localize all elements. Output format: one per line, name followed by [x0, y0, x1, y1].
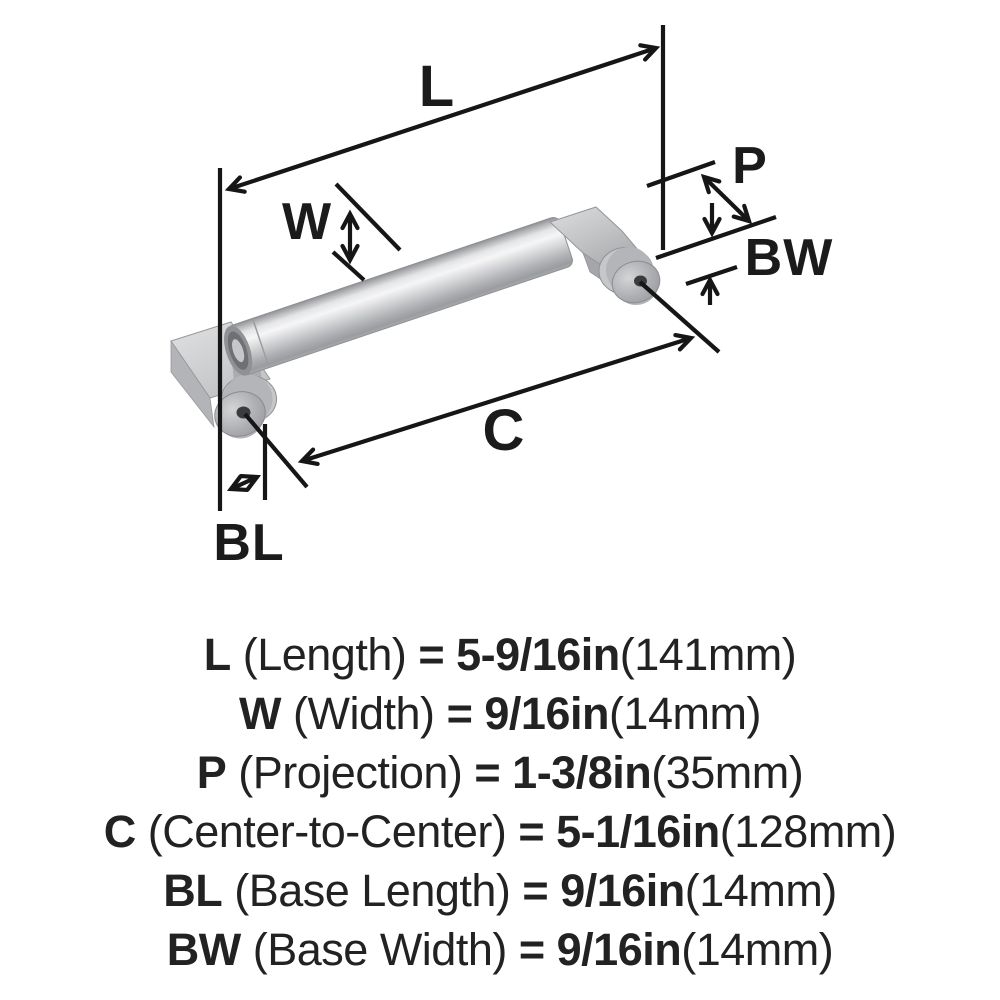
- dimension-lines: [217, 25, 777, 511]
- dim-label-projection: P: [732, 137, 768, 195]
- p-dimension-arrow: [700, 173, 753, 225]
- spec-metric: (141mm): [619, 629, 797, 680]
- spec-name: (Projection): [238, 747, 463, 798]
- spec-abbr: W: [239, 688, 282, 739]
- spec-abbr: L: [203, 629, 232, 680]
- l-dimension-line: [224, 43, 661, 194]
- spec-name: (Base Length): [234, 865, 511, 916]
- spec-equals: =: [518, 924, 545, 975]
- spec-metric: (14mm): [684, 865, 838, 916]
- dimension-spec-list: L (Length) = 5-9/16in(141mm) W (Width) =…: [0, 625, 1000, 979]
- spec-metric: (128mm): [719, 806, 897, 857]
- spec-row-base-width: BW (Base Width) = 9/16in(14mm): [0, 920, 1000, 979]
- spec-abbr: BL: [163, 865, 223, 916]
- spec-equals: =: [518, 806, 545, 857]
- spec-abbr: BW: [166, 924, 241, 975]
- p-upper-extension: [646, 160, 716, 188]
- spec-equals: =: [522, 865, 549, 916]
- spec-metric: (14mm): [608, 688, 762, 739]
- c-dimension-line: [297, 332, 696, 467]
- w-upper-tick: [334, 182, 402, 252]
- p-lower-extension: [655, 215, 777, 260]
- spec-name: (Width): [293, 688, 435, 739]
- spec-equals: =: [418, 629, 445, 680]
- handle-illustration: [170, 206, 661, 439]
- handle-bar: [224, 217, 573, 376]
- dim-label-base-length: BL: [213, 514, 285, 572]
- spec-name: (Base Width): [252, 924, 508, 975]
- spec-abbr: P: [196, 747, 227, 798]
- spec-row-center-to-center: C (Center-to-Center) = 5-1/16in(128mm): [0, 802, 1000, 861]
- spec-row-projection: P (Projection) = 1-3/8in(35mm): [0, 743, 1000, 802]
- spec-inches: 5-1/16in: [556, 806, 720, 857]
- bl-dimension-arrow: [226, 473, 262, 493]
- spec-inches: 9/16in: [484, 688, 609, 739]
- spec-name: (Center-to-Center): [147, 806, 507, 857]
- w-lower-tick: [331, 250, 366, 282]
- c-left-extension: [243, 412, 309, 489]
- c-right-extension: [638, 280, 721, 354]
- dim-label-center-to-center: C: [482, 398, 526, 463]
- right-base-post: [598, 247, 661, 305]
- spec-row-base-length: BL (Base Length) = 9/16in(14mm): [0, 861, 1000, 920]
- spec-name: (Length): [242, 629, 407, 680]
- spec-inches: 1-3/8in: [512, 747, 652, 798]
- spec-metric: (14mm): [681, 924, 834, 975]
- spec-inches: 9/16in: [560, 865, 685, 916]
- dim-label-base-width: BW: [744, 229, 834, 287]
- bw-lower-extension: [685, 265, 738, 286]
- spec-equals: =: [474, 747, 501, 798]
- spec-inches: 9/16in: [556, 924, 682, 975]
- handle-line-art: [170, 25, 777, 511]
- dim-label-width: W: [281, 193, 333, 251]
- dim-label-length: L: [418, 54, 456, 119]
- spec-equals: =: [446, 688, 473, 739]
- spec-metric: (35mm): [651, 747, 804, 798]
- spec-abbr: C: [103, 806, 137, 857]
- spec-row-width: W (Width) = 9/16in(14mm): [0, 684, 1000, 743]
- spec-row-length: L (Length) = 5-9/16in(141mm): [0, 625, 1000, 684]
- spec-inches: 5-9/16in: [456, 629, 620, 680]
